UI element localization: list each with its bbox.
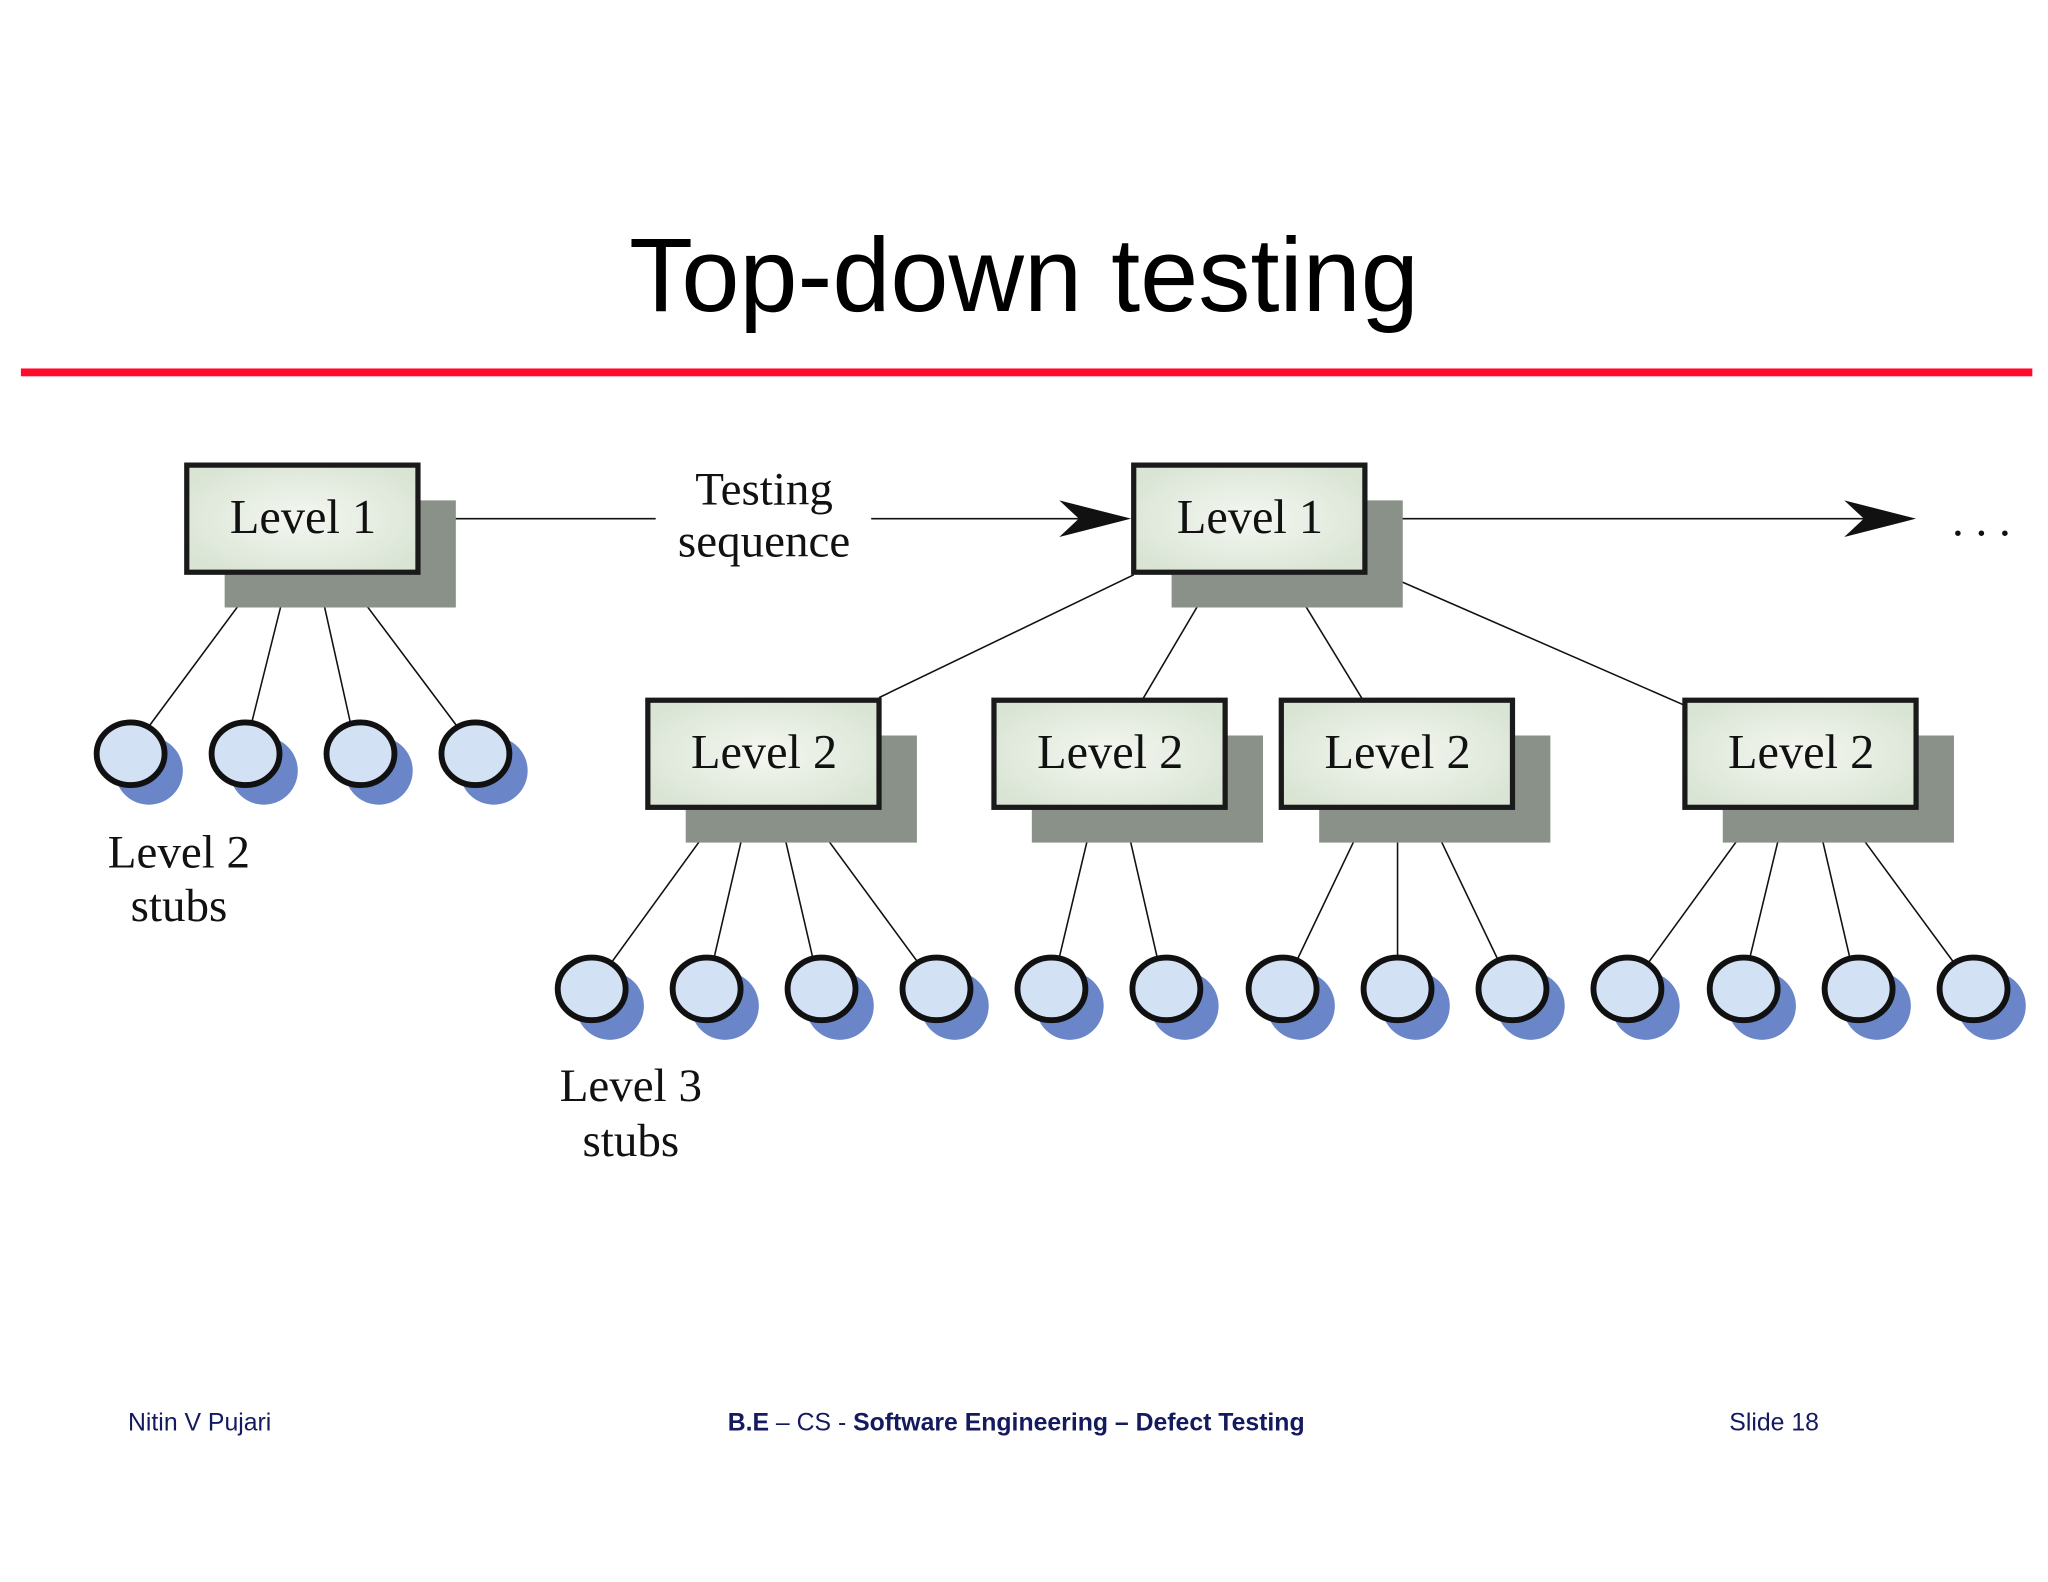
level2-box-label: Level 2: [1728, 726, 1874, 779]
level2-box: [991, 697, 1228, 810]
testing-sequence-label-line1: Testing: [695, 463, 833, 515]
level2-box: [1682, 697, 1919, 810]
slide-title: Top-down testing: [629, 217, 1419, 334]
level3-stub: [1936, 954, 2011, 1024]
level2-stubs-label-line1: Level 2: [108, 826, 250, 878]
title-divider: [20, 368, 2033, 377]
level3-stub: [1129, 954, 1204, 1024]
level3-stub: [1245, 954, 1320, 1024]
level2-box-label: Level 2: [691, 726, 837, 779]
level2-stub: [208, 719, 283, 789]
level3-stub: [1590, 954, 1665, 1024]
level2-box-label: Level 2: [1037, 726, 1183, 779]
level2-box: [1278, 697, 1516, 810]
level3-stubs-label-line1: Level 3: [560, 1060, 702, 1112]
footer-course-part2: Software Engineering – Defect Testing: [853, 1409, 1304, 1436]
level1-box-initial-label: Level 1: [230, 491, 376, 544]
footer-course: B.E – CS - Software Engineering – Defect…: [728, 1409, 1305, 1436]
level3-stub: [554, 954, 629, 1024]
level3-stub: [1475, 954, 1550, 1024]
level2-box: [645, 697, 882, 810]
level2-stub: [93, 719, 168, 789]
level1-box-initial: [184, 462, 421, 575]
level3-stub: [899, 954, 974, 1024]
footer-slide-number: Slide 18: [1729, 1409, 1819, 1436]
top-down-testing-diagram: Level 1 Level 1 Level 2 Level 2 Level 2 Level…: [93, 462, 2026, 1167]
footer-author: Nitin V Pujari: [128, 1409, 271, 1436]
level1-box-label: Level 1: [1177, 491, 1323, 544]
level3-stubs-label-line2: stubs: [583, 1115, 680, 1167]
footer-course-sep: – CS -: [769, 1409, 853, 1436]
continuation-ellipsis: . . .: [1952, 495, 2011, 547]
level3-stub: [669, 954, 744, 1024]
level2-box-label: Level 2: [1324, 726, 1470, 779]
level3-stub: [784, 954, 859, 1024]
testing-sequence-label-line2: sequence: [678, 516, 850, 568]
level1-box: [1131, 462, 1368, 575]
level3-stub: [1821, 954, 1896, 1024]
level2-stub: [323, 719, 398, 789]
level2-stub: [438, 719, 513, 789]
level3-stub: [1014, 954, 1089, 1024]
level2-stubs-label-line2: stubs: [131, 880, 228, 932]
level-connector: [878, 574, 1135, 699]
level-connector: [1364, 564, 1686, 707]
level3-stub: [1706, 954, 1781, 1024]
arrowhead-icon: [1059, 500, 1132, 537]
level3-stub: [1360, 954, 1435, 1024]
arrowhead-icon: [1844, 500, 1917, 537]
footer-course-part1: B.E: [728, 1409, 769, 1436]
